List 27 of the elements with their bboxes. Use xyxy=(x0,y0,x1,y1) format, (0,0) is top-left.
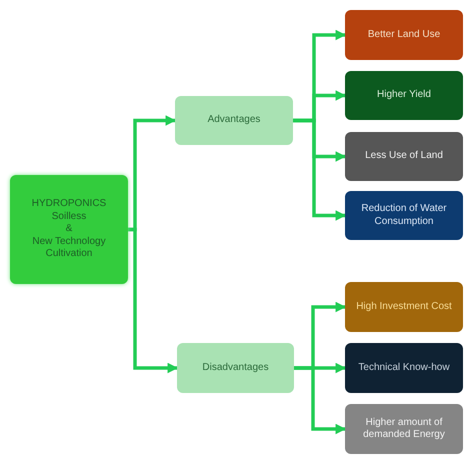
main-topic-box xyxy=(10,175,128,284)
process-box xyxy=(177,343,294,393)
node-label: Less Use of Land xyxy=(365,150,443,163)
process-box xyxy=(345,343,463,393)
connector-arrow xyxy=(294,366,346,434)
node-label: Soilless xyxy=(52,210,86,224)
process-box xyxy=(345,132,463,181)
node-label: Technical Know-how xyxy=(358,362,450,374)
process-box xyxy=(345,282,463,332)
connector-arrow xyxy=(128,228,178,374)
connector-arrow xyxy=(293,118,346,221)
process-box xyxy=(345,71,463,120)
node-label: HYDROPONICS xyxy=(32,198,106,211)
process-box xyxy=(345,404,463,454)
node-label: Disadvantages xyxy=(202,362,269,374)
node-label: High Investment Cost xyxy=(356,300,452,314)
node-label: Better Land Use xyxy=(368,28,440,42)
node-label: Higher amount of demanded Energy xyxy=(362,416,446,442)
process-box xyxy=(175,96,293,145)
node-label: New Technology xyxy=(32,236,106,248)
node-label: Advantages xyxy=(208,114,260,127)
node-label: & xyxy=(66,223,72,236)
node-label: Higher Yield xyxy=(377,89,431,102)
process-box xyxy=(345,10,463,60)
process-box xyxy=(345,191,463,240)
node-label: Cultivation xyxy=(46,248,92,261)
node-label: Reduction of Water Consumption xyxy=(360,203,448,228)
